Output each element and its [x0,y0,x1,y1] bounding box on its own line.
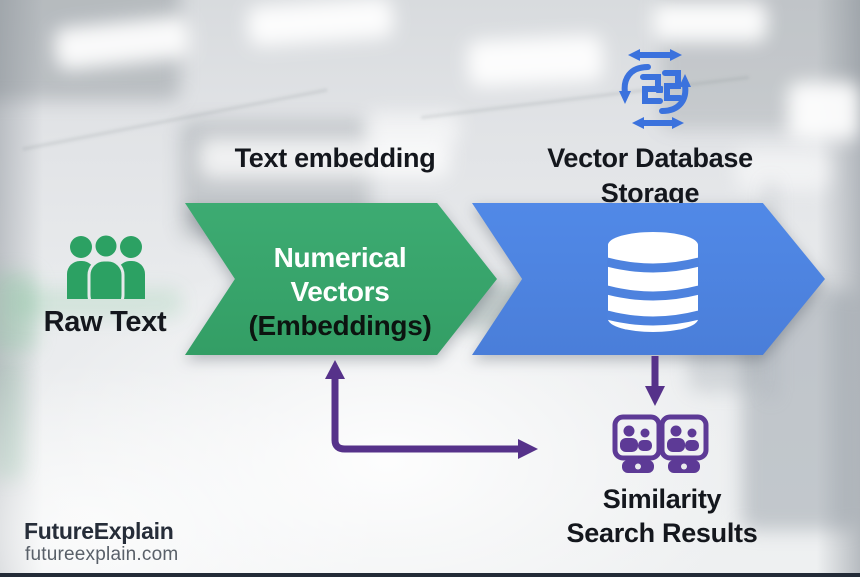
embedding-arrow-line2: Vectors [290,276,390,307]
green-cabinet-blur [0,360,24,480]
embedding-arrow-line3: (Embeddings) [248,310,432,341]
ceiling-light [788,82,860,140]
l-shaped-arrow [325,360,538,459]
ceiling-light [652,2,767,42]
people-group-icon [67,235,145,299]
step-title-vector-database-storage: Vector Database Storage [547,143,753,208]
brand-website: futureexplain.com [25,544,179,565]
ceiling-light [246,0,395,48]
brand-name: FutureExplain [24,518,174,544]
step-title-text-embedding: Text embedding [234,143,436,173]
meeting-screens-icon [612,414,709,473]
down-arrow [645,356,665,406]
ceiling-light [735,150,830,190]
results-label-similarity-search: Similarity Search Results [566,484,758,548]
green-cabinet-blur [0,272,37,352]
embedding-arrow-label: Numerical Vectors (Embeddings) [215,241,465,343]
database-cylinder-icon [607,232,699,332]
input-label-raw-text: Raw Text [43,306,167,338]
wall-glow [200,138,450,178]
embedding-arrow-line1: Numerical [273,242,407,273]
bottom-bar [0,573,860,577]
ceiling-light [466,34,605,88]
green-chevron-arrow [185,203,497,355]
shuffle-arrows-icon [619,49,691,129]
